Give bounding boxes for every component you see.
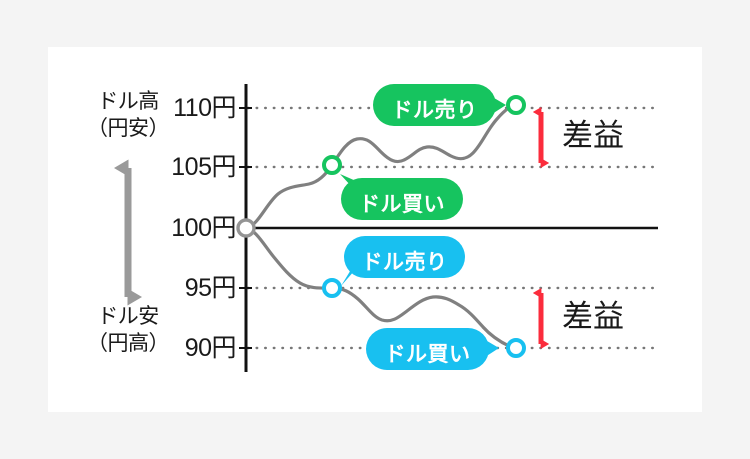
note-yen-weak: （円安） — [87, 117, 170, 140]
marker-blue-exit — [506, 338, 526, 358]
gain-label-upper: 差益 — [562, 118, 624, 153]
marker-green-exit — [506, 95, 526, 115]
bubble-green-sell[interactable] — [373, 84, 506, 126]
marker-green-entry — [322, 155, 342, 175]
note-dollar-low: ドル安 — [97, 305, 159, 328]
bubble-label-green-buy[interactable]: ドル買い — [359, 193, 445, 216]
origin-marker — [236, 218, 256, 238]
bubble-green-buy[interactable] — [340, 174, 463, 220]
y-label-95: 95円 — [184, 274, 237, 302]
gain-label-lower: 差益 — [562, 299, 624, 334]
upper-price-curve — [244, 102, 518, 230]
note-yen-strong: （円高） — [87, 332, 170, 355]
bubble-label-blue-sell[interactable]: ドル売り — [361, 251, 448, 274]
y-label-105: 105円 — [171, 153, 236, 181]
marker-blue-entry — [322, 278, 342, 298]
y-label-90: 90円 — [184, 334, 237, 362]
y-label-100: 100円 — [171, 214, 236, 242]
y-label-110: 110円 — [173, 94, 236, 122]
lower-price-curve — [244, 226, 518, 351]
note-dollar-high: ドル高 — [97, 90, 159, 113]
bubble-blue-buy[interactable] — [366, 328, 499, 370]
bubble-label-blue-buy[interactable]: ドル買い — [384, 343, 471, 366]
bubble-blue-sell[interactable] — [341, 236, 465, 286]
bubble-label-green-sell[interactable]: ドル売り — [391, 99, 478, 122]
